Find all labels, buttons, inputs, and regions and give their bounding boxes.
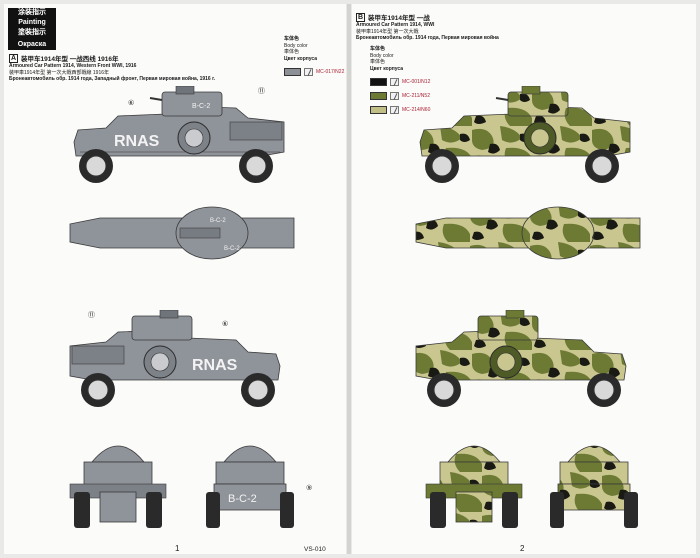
scheme-subtitle-en: Armoured Car Pattern 1914, Western Front…	[9, 63, 137, 69]
header-ru: Окраска	[8, 40, 56, 50]
brush-icon	[390, 77, 399, 86]
scheme-b-title-block: B 装甲车1914年型 一战 Armoured Car Pattern 1914…	[356, 12, 499, 42]
callout-9: ⑨	[306, 485, 313, 492]
page-number-left: 1	[175, 544, 180, 553]
scheme-b-subtitle-en: Armoured Car Pattern 1914, WWI	[356, 22, 435, 28]
top-view-camo	[410, 202, 642, 264]
scheme-b-subtitle-ru: Бронеавтомобиль обр. 1914 года, Первая м…	[356, 35, 499, 41]
callout-11-b: ⑪	[88, 312, 95, 319]
page-number-right: 2	[520, 544, 525, 553]
callout-11: ⑪	[258, 88, 265, 95]
scheme-title: 装甲车1914年型 一战西线 1916年	[21, 56, 119, 63]
color-swatch-green	[370, 91, 387, 100]
body-color-b-ru: Цвет корпуса	[370, 65, 404, 72]
color-swatch	[284, 67, 301, 76]
callout-6: ⑥	[128, 100, 135, 107]
product-code: VS-010	[304, 546, 326, 553]
top-marking-2: B-C-2	[224, 246, 240, 252]
brush-icon	[390, 91, 399, 100]
body-color-jp: 車体色	[284, 49, 300, 55]
rear-view-grey: B-C-2	[198, 432, 302, 530]
top-marking-1: B-C-2	[210, 218, 226, 224]
color-code-sand: MC-214/N60	[402, 106, 431, 113]
color-swatch-row-green: MC-211/N52	[370, 91, 430, 100]
color-code-black: MC-001/N12	[402, 78, 431, 85]
body-color-ru: Цвет корпуса	[284, 55, 318, 62]
header-cn: 涂装指示	[18, 9, 46, 16]
book-spine	[347, 4, 351, 554]
brush-icon	[390, 105, 399, 114]
side-view-right-grey: RNAS	[66, 310, 288, 410]
body-color-b-jp: 車体色	[370, 59, 386, 65]
color-code-green: MC-211/N52	[402, 92, 430, 99]
scheme-subtitle-jp: 装甲車1914年型 第一次大戦西部戦線 1916年	[9, 69, 110, 76]
side-view-left-camo	[412, 86, 634, 186]
painting-page-left: 涂装指示 Painting 塗裝指示 Окраска A 装甲车1914年型 一…	[4, 4, 346, 554]
color-swatch-black	[370, 77, 387, 86]
header-en: Painting	[18, 19, 46, 26]
top-view-grey: B-C-2 B-C-2	[64, 202, 296, 264]
color-swatch-row: MC-017/N22	[284, 67, 344, 76]
scheme-a-title-block: A 装甲车1914年型 一战西线 1916年 Armoured Car Patt…	[9, 53, 215, 83]
svg-text:RNAS: RNAS	[192, 357, 238, 374]
rear-view-camo	[542, 432, 646, 530]
header-jp: 塗裝指示	[18, 29, 46, 36]
body-color-en: Body color	[284, 42, 308, 49]
brush-icon	[304, 67, 313, 76]
color-code: MC-017/N22	[316, 68, 345, 75]
scheme-b-subtitle-jp: 装甲車1914年型 第一次大戦	[356, 28, 419, 35]
body-color-legend-b: 车体色 Body color 車体色 Цвет корпуса MC-001/N…	[370, 46, 430, 114]
front-view-grey	[66, 432, 170, 530]
color-swatch-sand	[370, 105, 387, 114]
scheme-letter: A	[9, 53, 18, 63]
scheme-letter-b: B	[356, 12, 365, 22]
turret-marking: B-C-2	[192, 103, 210, 110]
callout-6-b: ⑥	[222, 321, 229, 328]
body-color-cn: 车体色	[284, 36, 300, 42]
body-color-b-en: Body color	[370, 52, 394, 59]
body-color-legend: 车体色 Body color 車体色 Цвет корпуса MC-017/N…	[284, 36, 344, 76]
body-color-b-cn: 车体色	[370, 46, 386, 52]
painting-page-right: B 装甲车1914年型 一战 Armoured Car Pattern 1914…	[352, 4, 696, 554]
painting-header-box: 涂装指示 Painting 塗裝指示	[8, 8, 56, 40]
scheme-subtitle-ru: Бронеавтомобиль обр. 1914 года, Западный…	[9, 76, 216, 82]
color-swatch-row-sand: MC-214/N60	[370, 105, 430, 114]
front-view-camo	[422, 432, 526, 530]
side-view-right-camo	[412, 310, 634, 410]
color-swatch-row-black: MC-001/N12	[370, 77, 430, 86]
rnas-marking: RNAS	[114, 133, 160, 150]
rear-marking: B-C-2	[228, 493, 257, 505]
scheme-b-title: 装甲车1914年型 一战	[368, 15, 430, 22]
side-view-left-grey: RNAS B-C-2	[66, 86, 288, 186]
